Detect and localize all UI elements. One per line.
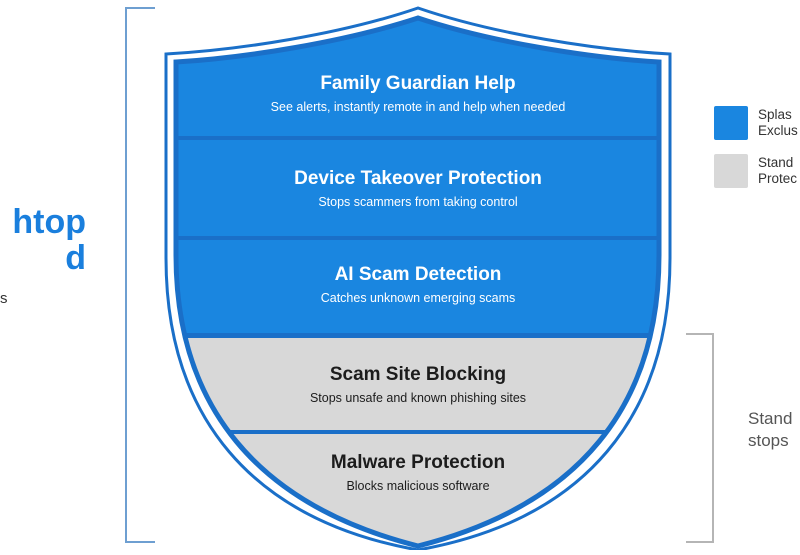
legend-swatch-exclusive (714, 106, 748, 140)
left-title-line2: d (65, 239, 86, 277)
divider-4 (176, 430, 659, 434)
legend-label-line2: Exclus (758, 123, 798, 138)
layer-title: Device Takeover Protection (294, 168, 542, 189)
layer-device-takeover: Device Takeover Protection Stops scammer… (200, 168, 636, 210)
legend-label-line1: Splas (758, 107, 792, 122)
layer-ai-scam: AI Scam Detection Catches unknown emergi… (200, 264, 636, 306)
layer-desc: Blocks malicious software (346, 479, 490, 493)
right-caption-line2: stops (748, 431, 789, 450)
layer-title: Family Guardian Help (320, 73, 516, 94)
layer-desc: See alerts, instantly remote in and help… (270, 100, 566, 114)
layer-title: Malware Protection (330, 452, 506, 473)
legend-label-line2: Protec (758, 171, 798, 186)
layer-desc: Catches unknown emerging scams (320, 291, 516, 305)
shield-inner-outline (173, 15, 662, 549)
layer-title: AI Scam Detection (334, 264, 502, 285)
left-title: htop d (0, 204, 86, 276)
legend-label-exclusive: Splas Exclus (758, 107, 798, 139)
layer-desc: Stops scammers from taking control (318, 195, 518, 209)
right-caption-line1: Stand (748, 409, 793, 428)
left-bracket (125, 7, 155, 543)
left-subtitle: s (0, 290, 8, 307)
right-caption: Stand stops (748, 408, 792, 452)
band-exclusive (176, 18, 659, 336)
legend-label-standard: Stand Protec (758, 155, 797, 187)
divider-1 (176, 136, 659, 140)
divider-3 (176, 333, 659, 338)
legend-label-line1: Stand (758, 155, 794, 170)
layer-malware: Malware Protection Blocks malicious soft… (200, 452, 636, 494)
divider-2 (176, 236, 659, 240)
layer-family-guardian: Family Guardian Help See alerts, instant… (200, 73, 636, 115)
legend-swatch-standard (714, 154, 748, 188)
layer-scam-site: Scam Site Blocking Stops unsafe and know… (200, 364, 636, 406)
layer-desc: Stops unsafe and known phishing sites (309, 391, 527, 405)
left-title-line1: htop (12, 203, 86, 241)
layer-title: Scam Site Blocking (329, 364, 507, 385)
right-bracket (686, 333, 714, 543)
